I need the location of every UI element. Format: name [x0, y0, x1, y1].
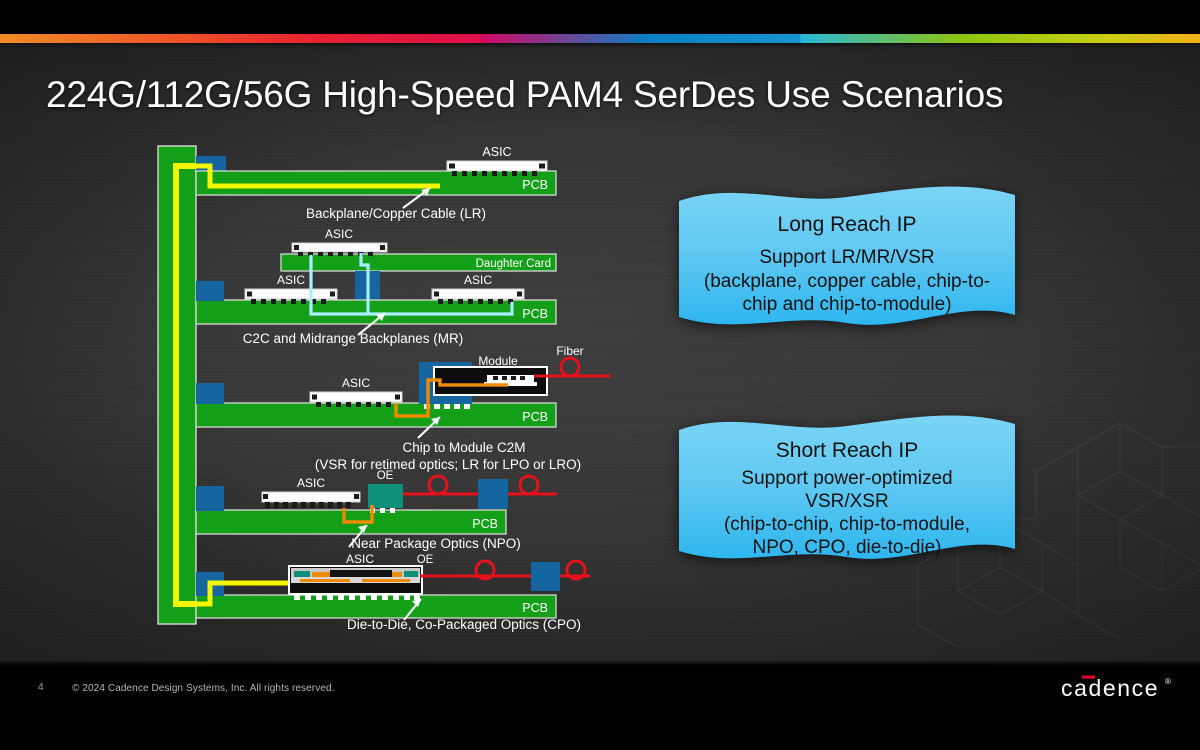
banner-long-reach-ip: Long Reach IP Support LR/MR/VSR (backpla…: [676, 183, 1018, 333]
row3-pcb-label: PCB: [522, 410, 548, 424]
fiber-connector: [420, 559, 590, 591]
row3-asic-label: ASIC: [342, 376, 370, 390]
row1-asic-label: ASIC: [482, 145, 511, 159]
page-title: 224G/112G/56G High-Speed PAM4 SerDes Use…: [46, 74, 1004, 115]
row5-pcb-label: PCB: [522, 601, 548, 615]
row2-daughter-card-label: Daughter Card: [476, 258, 551, 270]
banner1-line1: Support LR/MR/VSR: [759, 247, 935, 268]
asic-package: [446, 160, 548, 176]
oe-module: [368, 484, 403, 513]
asic-package: [244, 288, 338, 304]
row2-asic-right-label: ASIC: [464, 273, 492, 287]
fiber-connector: [534, 356, 610, 378]
logo-macron: [1082, 675, 1095, 679]
asic-package: [309, 391, 403, 407]
fiber-connector: [403, 474, 557, 509]
row3-module-label: Module: [478, 354, 518, 368]
row5-caption: Die-to-Die, Co-Packaged Optics (CPO): [347, 617, 581, 632]
asic-package: [431, 288, 525, 304]
banner2-line1: Support power-optimized: [741, 468, 953, 489]
logo-registered-mark: ®: [1165, 677, 1171, 686]
banner1-heading: Long Reach IP: [777, 213, 917, 236]
row1-pcb-label: PCB: [522, 178, 548, 192]
banner2-line3: (chip-to-chip, chip-to-module,: [723, 514, 971, 535]
row2-asic-left-label: ASIC: [277, 273, 305, 287]
banner-shape: [679, 186, 1015, 325]
copyright-notice: © 2024 Cadence Design Systems, Inc. All …: [72, 683, 335, 694]
row2-pcb-label: PCB: [522, 307, 548, 321]
page-number: 4: [38, 682, 44, 693]
row2-asic-top-label: ASIC: [325, 227, 353, 241]
row1-caption: Backplane/Copper Cable (LR): [306, 206, 486, 221]
row4-asic-label: ASIC: [297, 476, 325, 490]
diagram-row-near-package-optics: ASIC OE PCB Nea: [195, 470, 557, 551]
banner1-line3: chip and chip-to-module): [742, 294, 952, 315]
banner-short-reach-ip: Short Reach IP Support power-optimized V…: [676, 412, 1018, 567]
diagram-row-chip-to-module: Module Fiber: [195, 344, 610, 472]
row3-caption-line1: Chip to Module C2M: [402, 440, 525, 455]
cadence-logo: cadence ®: [1061, 675, 1171, 700]
row4-oe-label: OE: [377, 470, 394, 482]
diagram-row-backplane-lr: ASIC PCB Backplane/Copper Cable (LR): [176, 145, 557, 221]
banner-shape: [679, 415, 1015, 559]
accent-bar-shadow: [0, 43, 1200, 48]
logo-wordmark: cadence: [1061, 675, 1159, 700]
cpo-package: [288, 565, 423, 600]
diagram-row-c2c-midrange: Daughter Card ASIC: [195, 227, 557, 346]
row5-asic-label: ASIC: [346, 552, 374, 566]
banner2-line2: VSR/XSR: [805, 491, 889, 512]
diagram-row-co-packaged-optics: ASIC OE PCB Die-to-Die, Co-Packaged Opti…: [176, 552, 590, 632]
row4-caption: Near Package Optics (NPO): [351, 536, 521, 551]
serdes-use-scenarios-diagram: ASIC PCB Backplane/Copper Cable (LR) Dau…: [157, 145, 610, 632]
row2-caption: C2C and Midrange Backplanes (MR): [243, 331, 464, 346]
banner2-heading: Short Reach IP: [775, 439, 919, 462]
banner2-line4: NPO, CPO, die-to-die): [752, 537, 942, 558]
row4-pcb-label: PCB: [472, 517, 498, 531]
row3-caption-line2: (VSR for retimed optics; LR for LPO or L…: [315, 457, 581, 472]
row3-fiber-label: Fiber: [556, 344, 583, 358]
asic-package: [261, 491, 361, 508]
row5-oe-label: OE: [417, 554, 434, 566]
banner1-line2: (backplane, copper cable, chip-to-: [703, 271, 991, 292]
accent-color-bar: [0, 34, 1200, 43]
